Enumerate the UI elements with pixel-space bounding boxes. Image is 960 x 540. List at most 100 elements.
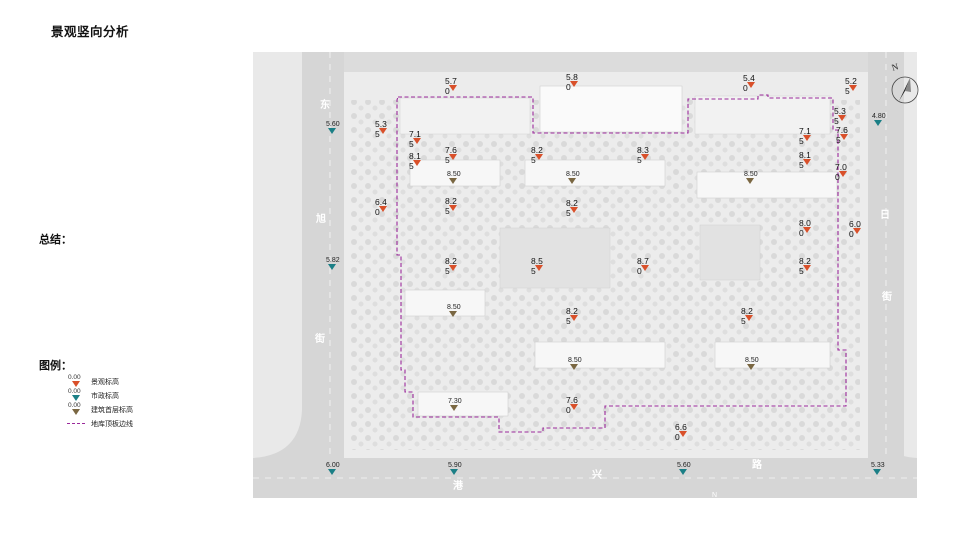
landscape-elevation-value: 6.0 [849, 219, 861, 229]
landscape-elevation-value-digit: 0 [375, 207, 380, 217]
landscape-elevation-marker-icon [449, 205, 457, 211]
building-elevation-value: 8.50 [566, 171, 580, 178]
landscape-elevation-value: 5.7 [445, 76, 457, 86]
landscape-elevation-value-digit: 5 [799, 136, 804, 146]
dashed-boundary-line-icon [66, 417, 86, 431]
landscape-elevation-marker-icon [449, 85, 457, 91]
landscape-elevation-value-digit: 5 [445, 155, 450, 165]
landscape-elevation-value: 8.2 [741, 306, 753, 316]
landscape-elevation-value-digit: 5 [637, 155, 642, 165]
landscape-elevation-marker-icon [803, 135, 811, 141]
building-elevation-marker-icon [746, 178, 754, 184]
municipal-elevation-value: 6.00 [326, 462, 340, 469]
landscape-elevation-marker-icon [839, 171, 847, 177]
municipal-elevation-value: 5.60 [326, 121, 340, 128]
landscape-elevation-value-digit: 0 [637, 266, 642, 276]
landscape-elevation-value-digit: 5 [799, 160, 804, 170]
landscape-elevation-marker-icon [570, 404, 578, 410]
building-elevation-value: 8.50 [745, 357, 759, 364]
municipal-elevation-marker-icon [328, 128, 336, 134]
landscape-elevation-value: 8.7 [637, 256, 649, 266]
landscape-elevation-value-digit: 0 [566, 82, 571, 92]
building-block [404, 289, 486, 317]
landscape-elevation-marker-icon [535, 265, 543, 271]
landscape-elevation-marker-icon [853, 228, 861, 234]
landscape-elevation-value: 8.2 [799, 256, 811, 266]
legend-sample-value: 0.00 [68, 388, 81, 395]
municipal-elevation-marker-icon [328, 264, 336, 270]
landscape-elevation-value: 7.6 [445, 145, 457, 155]
landscape-elevation-value-digit: 0 [743, 83, 748, 93]
landscape-elevation-marker-icon [679, 431, 687, 437]
west-road [302, 52, 344, 462]
landscape-elevation-value: 7.1 [409, 129, 421, 139]
municipal-elevation-value: 4.80 [872, 113, 886, 120]
municipal-elevation-marker-icon [679, 469, 687, 475]
landscape-elevation-value-digit: 5 [566, 208, 571, 218]
landscape-elevation-marker-icon [570, 315, 578, 321]
landscape-elevation-marker-icon [449, 154, 457, 160]
landscape-elevation-marker-icon [838, 115, 846, 121]
landscape-elevation-value-digit: 0 [675, 432, 680, 442]
road-name-char: 街 [881, 290, 892, 303]
municipal-elevation-value: 5.82 [326, 257, 340, 264]
landscape-elevation-value-digit: 0 [849, 229, 854, 239]
legend-item-label: 地库顶板边线 [91, 421, 133, 428]
landscape-elevation-value-digit: 5 [845, 86, 850, 96]
summary-label: 总结： [39, 234, 72, 246]
municipal-elevation-marker-icon: 0.00 [66, 388, 86, 403]
landscape-elevation-value-digit: 0 [835, 172, 840, 182]
landscape-elevation-value: 8.2 [445, 196, 457, 206]
landscape-elevation-marker-icon [641, 154, 649, 160]
landscape-elevation-marker-icon [413, 160, 421, 166]
landscape-elevation-value: 8.2 [566, 306, 578, 316]
landscape-elevation-value-digit: 5 [566, 316, 571, 326]
municipal-elevation-marker-icon [450, 469, 458, 475]
landscape-elevation-value: 5.8 [566, 72, 578, 82]
road-name-char: 路 [752, 458, 763, 471]
landscape-elevation-value: 8.2 [445, 256, 457, 266]
building-elevation-marker-icon: 0.00 [66, 402, 86, 417]
landscape-elevation-value-digit: 5 [409, 139, 414, 149]
building-elevation-value: 8.50 [447, 171, 461, 178]
building-elevation-marker-icon [449, 311, 457, 317]
landscape-elevation-value-digit: 5 [531, 155, 536, 165]
landscape-elevation-value-digit: 5 [834, 116, 839, 126]
landscape-elevation-value: 5.3 [375, 119, 387, 129]
landscape-elevation-marker-icon [803, 159, 811, 165]
landscape-elevation-value: 8.3 [637, 145, 649, 155]
landscape-elevation-value-digit: 5 [531, 266, 536, 276]
landscape-elevation-marker-icon [413, 138, 421, 144]
landscape-elevation-value-digit: 5 [375, 129, 380, 139]
landscape-elevation-value: 7.0 [835, 162, 847, 172]
legend-item-label: 市政标高 [91, 393, 119, 400]
landscape-elevation-value: 5.4 [743, 73, 755, 83]
landscape-elevation-value-digit: 5 [741, 316, 746, 326]
landscape-elevation-value-digit: 5 [445, 206, 450, 216]
building-block [409, 159, 501, 187]
landscape-elevation-value-digit: 5 [799, 266, 804, 276]
municipal-elevation-value: 5.33 [871, 462, 885, 469]
road-direction-letter: N [712, 492, 717, 499]
landscape-elevation-marker-icon [570, 207, 578, 213]
landscape-elevation-marker-icon [449, 265, 457, 271]
landscape-elevation-marker-icon [379, 128, 387, 134]
landscape-elevation-value: 6.6 [675, 422, 687, 432]
south-road [253, 458, 917, 498]
landscape-elevation-value: 7.6 [836, 125, 848, 135]
central-plaza [499, 227, 611, 289]
municipal-elevation-marker-icon [873, 469, 881, 475]
landscape-elevation-marker-icon [803, 227, 811, 233]
road-name-char: 港 [453, 479, 464, 492]
legend-item-municipal-elevation: 0.00 市政标高 [66, 388, 186, 403]
landscape-elevation-marker-icon [745, 315, 753, 321]
north-strip [344, 52, 868, 72]
landscape-elevation-marker-icon [535, 154, 543, 160]
residential-buildings [404, 159, 838, 417]
landscape-elevation-marker-icon: 0.00 [66, 374, 86, 389]
building-elevation-value: 7.30 [448, 398, 462, 405]
landscape-elevation-value-digit: 5 [445, 266, 450, 276]
building-elevation-marker-icon [568, 178, 576, 184]
